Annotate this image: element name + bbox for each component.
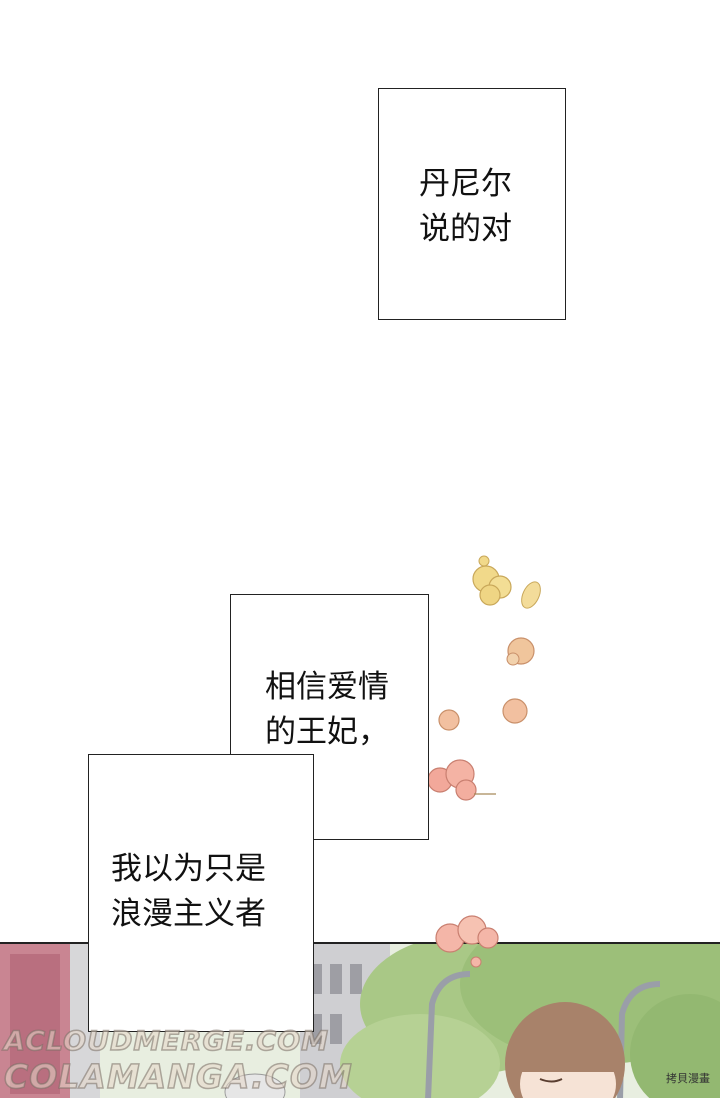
speech-box-top: 丹尼尔 说的对 [378,88,566,320]
speech-text-top: 丹尼尔 说的对 [419,162,512,252]
flower-icon [427,555,541,968]
speech-line: 相信爱情 [265,669,389,705]
speech-box-bottom: 我以为只是 浪漫主义者 [88,754,314,1032]
speech-text-middle: 相信爱情 的王妃， [265,665,389,755]
speech-line: 丹尼尔 [419,166,512,202]
speech-line: 说的对 [419,211,512,247]
scene-illustration [0,944,720,1098]
watermark-primary: ACLOUDMERGE.COM [3,1025,330,1058]
scene-panel [0,942,720,1098]
speech-line: 浪漫主义者 [111,896,266,932]
watermark-secondary: COLAMANGA.COM [3,1056,353,1097]
corner-watermark: 拷貝漫畫 [666,1072,710,1085]
speech-line: 的王妃， [265,714,389,750]
speech-text-bottom: 我以为只是 浪漫主义者 [111,847,266,937]
speech-line: 我以为只是 [111,851,266,887]
